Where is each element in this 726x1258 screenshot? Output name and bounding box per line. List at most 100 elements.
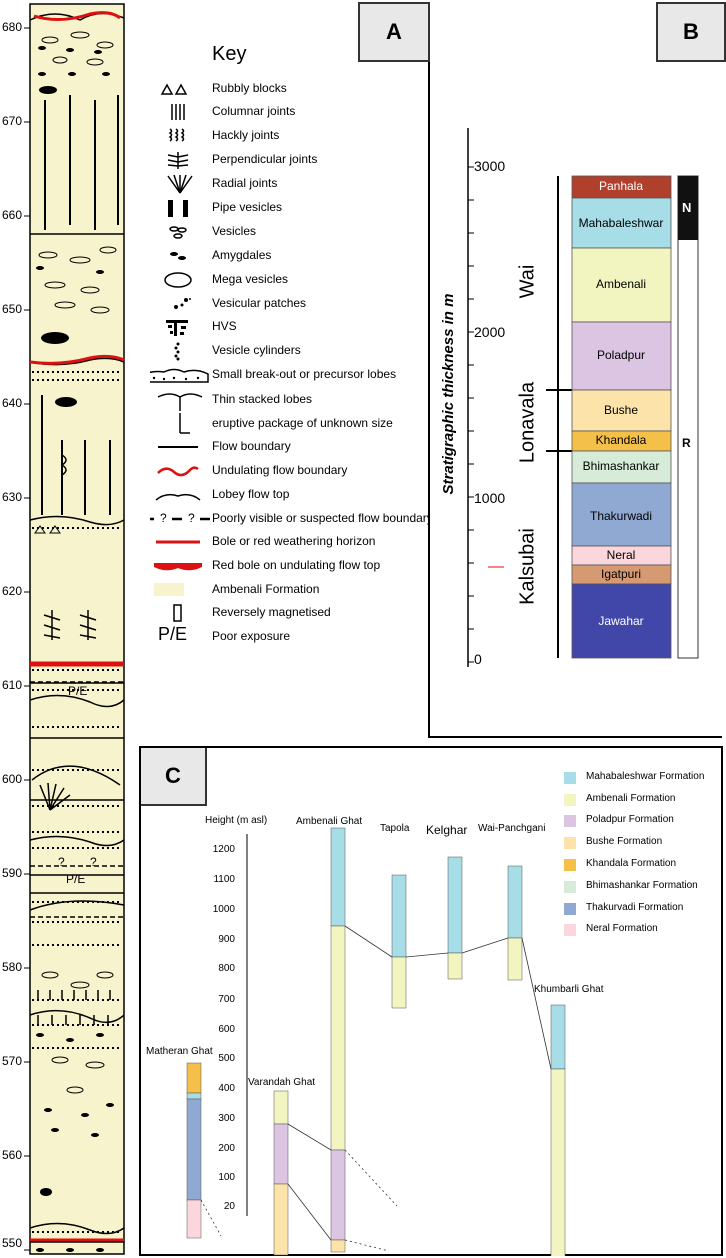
key-label: Hackly joints [212,128,280,142]
b-tick: 0 [474,651,482,667]
mega-vesicle-icon [164,272,192,288]
site-label: Kelghar [426,823,468,837]
formation-label: Bushe [603,403,639,417]
legend-label: Bhimashankar Formation [586,880,698,891]
reverse-mag-icon [173,604,182,622]
legend-swatch [564,837,576,849]
breakout-icon [150,368,209,383]
key-row: Red bole on undulating flow top [150,555,440,577]
column-tick: 560 [1,1148,22,1162]
key-label: Bole or red weathering horizon [212,534,376,548]
key-row: Reversely magnetised [150,602,440,624]
subgroup-lonavala: Lonavala [516,381,539,464]
question-label: ? [58,855,65,869]
panel-c [139,746,723,1256]
key-label: Mega vesicles [212,272,289,286]
legend-swatch [564,881,576,893]
key-row: Amygdales [150,245,440,267]
key-label: Rubbly blocks [212,81,287,95]
legend-swatch [564,903,576,915]
thin-lobes-icon [157,393,203,411]
legend-label: Bushe Formation [586,836,663,847]
key-label: Pipe vesicles [212,200,283,214]
key-label: Undulating flow boundary [212,463,348,477]
key-label: Radial joints [212,176,278,190]
formation-label: Panhala [598,179,644,193]
subgroup-wai: Wai [516,264,539,299]
dashed-boundary-icon [150,517,210,521]
key-label: Poorly visible or suspected flow boundar… [212,511,433,525]
column-tick: 590 [1,866,22,880]
formation-label: Mahabaleshwar [578,216,664,230]
c-y-tick: 500 [218,1053,235,1064]
key-label: eruptive package of unknown size [212,416,393,430]
key-row: P/E Poor exposure [150,624,440,648]
panel-c-label: C [141,748,207,806]
key-row: Vesicle cylinders [150,340,440,362]
legend-label: Ambenali Formation [586,793,676,804]
panel-b-label: B [656,2,726,62]
polarity-n: N [682,200,692,215]
vesicle-cylinder-icon [174,342,180,361]
key-row: Bole or red weathering horizon [150,531,440,553]
formation-label: Bhimashankar [582,459,660,473]
y-axis-label: Stratigraphic thickness in m [440,293,457,495]
legend-label: Poladpur Formation [586,814,674,825]
column-tick: 570 [1,1054,22,1068]
formation-label: Igatpuri [600,567,642,581]
flow-boundary-icon [158,446,198,448]
key-label: Poor exposure [212,629,291,643]
legend-label: Neral Formation [586,923,658,934]
key-label: Vesicular patches [212,296,307,310]
column-tick: 550 [1,1236,22,1250]
subgroup-kalsubai: Kalsubai [516,528,539,605]
red-bole-icon [154,563,202,571]
question-label: ? [160,511,167,525]
eruptive-icon [179,413,190,434]
hvs-icon [166,320,188,336]
key-row: Undulating flow boundary [150,460,440,482]
pe-label: P/E [66,872,86,886]
undulating-icon [157,466,199,477]
c-y-tick: 20 [223,1201,235,1212]
key-row: Ambenali Formation [150,579,440,601]
key-label: Flow boundary [212,439,291,453]
vesicular-patch-icon [174,298,191,309]
key-label: Perpendicular joints [212,152,318,166]
c-y-tick: 900 [218,934,235,945]
key-row: Lobey flow top [150,484,440,506]
vesicle-icon [169,226,187,239]
site-label: Matheran Ghat [146,1046,213,1057]
key-title: Key [212,43,247,65]
key-row: HVS [150,316,440,338]
question-label: ? [90,855,97,869]
legend-label: Khandala Formation [586,858,677,869]
triangle-icon [160,83,188,95]
key-label: HVS [212,319,237,333]
c-y-title: Height (m asl) [205,815,268,826]
hackly-icon [168,128,185,142]
legend-swatch [564,794,576,806]
key-label: Thin stacked lobes [212,392,313,406]
key-label: Vesicles [212,224,257,238]
key-row: Vesicles [150,221,440,243]
column-tick: 680 [1,20,22,34]
polarity-r: R [682,436,691,450]
key-row: Small break-out or precursor lobes [150,364,440,386]
key-row: eruptive package of unknown size [150,413,440,435]
key-label: Reversely magnetised [212,605,331,619]
site-label: Khumbarli Ghat [534,984,604,995]
c-y-tick: 1200 [212,844,235,855]
c-y-tick: 700 [218,994,235,1005]
key-row: Mega vesicles [150,269,440,291]
column-tick: 620 [1,584,22,598]
pe-label: P/E [68,684,88,698]
amygdale-icon [170,252,186,260]
formation-label: Neral [606,548,636,562]
c-y-tick: 1000 [212,904,235,915]
key-label: Ambenali Formation [212,582,320,596]
formation-label: Thakurwadi [589,509,653,523]
legend-label: Thakurvadi Formation [586,902,684,913]
key-label: Small break-out or precursor lobes [212,367,397,381]
perpendicular-icon [167,152,189,169]
